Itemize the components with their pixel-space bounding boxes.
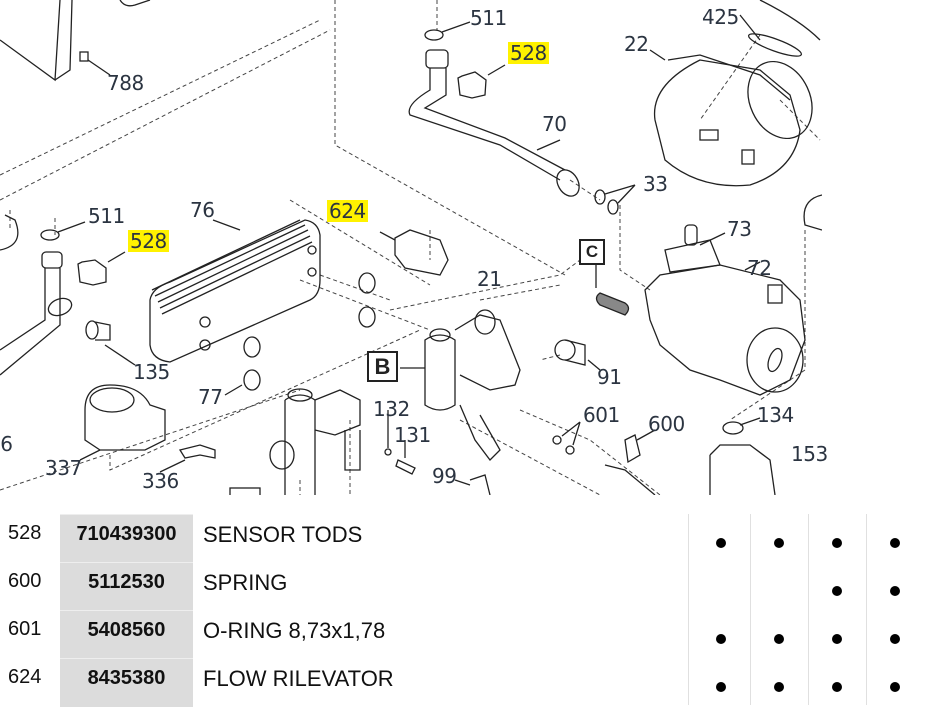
part-code: 710439300 <box>76 523 177 545</box>
part-code: 5408560 <box>87 619 166 641</box>
callout-153: 153 <box>791 442 828 466</box>
callout-73: 73 <box>727 217 752 241</box>
availability-dot-icon <box>774 538 784 548</box>
part-description: SENSOR TODS <box>203 522 363 547</box>
availability-dot-icon <box>832 682 842 692</box>
callout-337: 337 <box>45 456 82 480</box>
callout-624-highlighted: 624 <box>327 199 368 223</box>
ref-number: 624 <box>8 666 42 688</box>
callout-33: 33 <box>643 172 668 196</box>
availability-dot-icon <box>832 586 842 596</box>
box-label-b: B <box>367 351 398 382</box>
callout-788: 788 <box>107 71 144 95</box>
part-description: SPRING <box>203 570 288 595</box>
callout-76: 76 <box>190 198 215 222</box>
ref-number: 600 <box>8 570 42 592</box>
part-description: FLOW RILEVATOR <box>203 666 394 691</box>
part-code-cell: 5408560 <box>60 610 193 659</box>
box-label-c: C <box>579 239 605 265</box>
exploded-parts-diagram: 788 511 528 70 425 22 33 76 624 511 528 … <box>0 0 828 495</box>
callout-511: 511 <box>470 6 507 30</box>
callout-600: 600 <box>648 412 685 436</box>
availability-dot-icon <box>774 634 784 644</box>
callout-131: 131 <box>394 423 431 447</box>
availability-dot-icon <box>890 586 900 596</box>
part-code-cell: 710439300 <box>60 514 193 563</box>
callout-72: 72 <box>747 256 772 280</box>
callout-70: 70 <box>542 112 567 136</box>
availability-dot-icon <box>890 538 900 548</box>
part-code: 8435380 <box>87 667 166 689</box>
callout-425: 425 <box>702 5 739 29</box>
callout-77: 77 <box>198 385 223 409</box>
callout-21: 21 <box>477 267 502 291</box>
callout-511: 511 <box>88 204 125 228</box>
part-code: 5112530 <box>88 571 165 593</box>
callout-135: 135 <box>133 360 170 384</box>
column-divider <box>808 514 809 705</box>
ref-number: 528 <box>8 522 42 544</box>
callout-36: 36 <box>0 432 13 456</box>
column-divider <box>866 514 867 705</box>
callout-601: 601 <box>583 403 620 427</box>
table-row: 528 710439300 SENSOR TODS <box>0 514 941 563</box>
callout-91: 91 <box>597 365 622 389</box>
table-row: 600 5112530 SPRING <box>0 562 941 611</box>
table-row: 601 5408560 O-RING 8,73x1,78 <box>0 610 941 659</box>
availability-dot-icon <box>774 682 784 692</box>
callout-336: 336 <box>142 469 179 493</box>
part-code-cell: 8435380 <box>60 658 193 707</box>
table-row: 624 8435380 FLOW RILEVATOR <box>0 658 941 707</box>
availability-dot-icon <box>716 682 726 692</box>
availability-dot-icon <box>716 634 726 644</box>
availability-dot-icon <box>832 538 842 548</box>
part-code-cell: 5112530 <box>60 562 193 611</box>
diagram-linework <box>0 0 822 495</box>
availability-dot-icon <box>832 634 842 644</box>
callout-134: 134 <box>757 403 794 427</box>
callout-528-highlighted: 528 <box>128 229 169 253</box>
ref-number: 601 <box>8 618 42 640</box>
part-description: O-RING 8,73x1,78 <box>203 618 386 643</box>
availability-dot-icon <box>890 682 900 692</box>
column-divider <box>750 514 751 705</box>
callout-132: 132 <box>373 397 410 421</box>
column-divider <box>688 514 689 705</box>
callout-22: 22 <box>624 32 649 56</box>
availability-dot-icon <box>716 538 726 548</box>
availability-dot-icon <box>890 634 900 644</box>
callout-99: 99 <box>432 464 457 488</box>
callout-528-highlighted: 528 <box>508 41 549 65</box>
